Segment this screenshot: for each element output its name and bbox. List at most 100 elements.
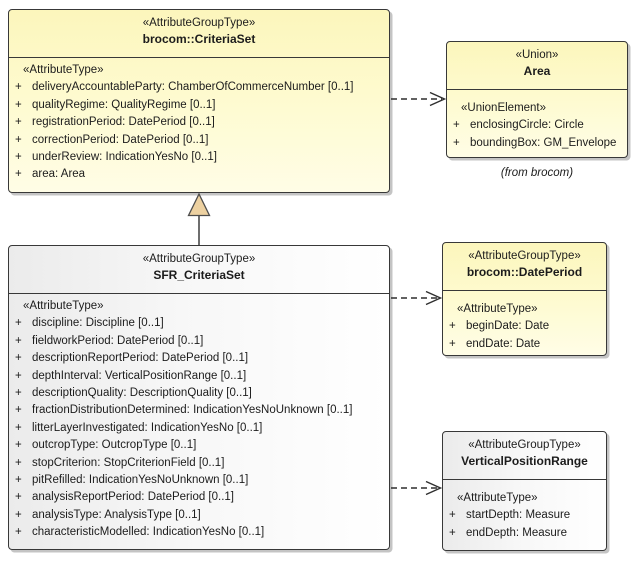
attribute-text: litterLayerInvestigated: IndicationYesNo… — [32, 421, 263, 434]
visibility-public: + — [15, 439, 22, 452]
stereotype-label: «AttributeGroupType» — [142, 253, 256, 265]
open-arrowhead-icon — [425, 480, 443, 496]
attribute-row: + startDepth: Measure — [443, 507, 606, 524]
dependency-arrow-area — [391, 91, 447, 107]
generalization-triangle-icon — [187, 192, 211, 217]
class-header: «Union» Area — [447, 42, 627, 90]
attribute-row: + endDepth: Measure — [443, 525, 606, 542]
attribute-text: deliveryAccountableParty: ChamberOfComme… — [32, 81, 354, 94]
visibility-public: + — [449, 526, 456, 539]
section-label: «UnionElement» — [461, 102, 547, 114]
attribute-row: +depthInterval: VerticalPositionRange [0… — [9, 368, 389, 385]
visibility-public: + — [15, 474, 22, 487]
attribute-text: endDepth: Measure — [466, 526, 568, 539]
class-sfr-criteriaset[interactable]: «AttributeGroupType» SFR_CriteriaSet «At… — [8, 245, 390, 550]
attribute-text: underReview: IndicationYesNo [0..1] — [32, 151, 217, 164]
generalization-arrow — [187, 192, 211, 246]
class-name: brocom::DatePeriod — [466, 265, 583, 279]
attribute-row: + descriptionQuality: DescriptionQuality … — [9, 385, 389, 402]
attributes-compartment: «AttributeType» +discipline: Discipline … — [9, 294, 389, 542]
class-verticalpositionrange[interactable]: «AttributeGroupType» VerticalPositionRan… — [442, 431, 607, 551]
visibility-public: + — [15, 421, 22, 434]
attribute-row: + fieldworkPeriod: DatePeriod [0..1] — [9, 333, 389, 350]
visibility-public: + — [449, 337, 456, 350]
open-arrowhead-icon — [425, 290, 443, 306]
visibility-public: + — [15, 387, 22, 400]
visibility-public: + — [15, 456, 22, 469]
stereotype-label: «AttributeGroupType» — [468, 439, 581, 451]
attribute-row: +analysisType: AnalysisType [0..1] — [9, 507, 389, 524]
package-caption: (from brocom) — [500, 167, 574, 179]
attribute-text: registrationPeriod: DatePeriod [0..1] — [32, 116, 215, 129]
attribute-row: +underReview: IndicationYesNo [0..1] — [9, 149, 389, 166]
visibility-public: + — [15, 491, 22, 504]
attribute-row: + correctionPeriod: DatePeriod [0..1] — [9, 132, 389, 149]
attributes-compartment: «UnionElement» +enclosingCircle: Circle … — [447, 90, 627, 152]
attribute-text: area: Area — [32, 168, 86, 181]
attribute-text: stopCriterion: StopCriterionField [0..1] — [32, 456, 225, 469]
attribute-text: characteristicModelled: IndicationYesNo … — [32, 526, 265, 539]
class-header: «AttributeGroupType» SFR_CriteriaSet — [9, 246, 389, 294]
section-label: «AttributeType» — [457, 492, 538, 504]
attribute-text: depthInterval: VerticalPositionRange [0.… — [32, 369, 247, 382]
attribute-text: fieldworkPeriod: DatePeriod [0..1] — [32, 334, 204, 347]
visibility-public: + — [15, 404, 22, 417]
attribute-text: correctionPeriod: DatePeriod [0..1] — [32, 133, 209, 146]
attribute-text: qualityRegime: QualityRegime [0..1] — [32, 98, 216, 111]
section-label: «AttributeType» — [23, 300, 104, 312]
stereotype-label: «AttributeGroupType» — [142, 17, 256, 29]
section-label: «AttributeType» — [23, 64, 104, 76]
attribute-row: + beginDate: Date — [443, 318, 606, 335]
visibility-public: + — [15, 168, 22, 181]
attribute-row: + registrationPeriod: DatePeriod [0..1] — [9, 114, 389, 131]
class-brocom-criteriaset[interactable]: «AttributeGroupType» brocom::CriteriaSet… — [8, 9, 390, 193]
attribute-row: +discipline: Discipline [0..1] — [9, 315, 389, 332]
attribute-text: boundingBox: GM_Envelope — [470, 136, 617, 149]
attribute-text: endDate: Date — [466, 337, 541, 350]
visibility-public: + — [15, 317, 22, 330]
visibility-public: + — [15, 116, 22, 129]
attribute-text: descriptionQuality: DescriptionQuality [… — [32, 387, 252, 400]
attribute-text: outcropType: OutcropType [0..1] — [32, 439, 197, 452]
class-header: «AttributeGroupType» brocom::DatePeriod — [443, 243, 606, 291]
attribute-text: pitRefilled: IndicationYesNoUnknown [0..… — [32, 474, 249, 487]
attribute-row: + characteristicModelled: IndicationYesNo… — [9, 524, 389, 541]
section-label: «AttributeType» — [457, 303, 538, 315]
visibility-public: + — [449, 320, 456, 333]
attributes-compartment: «AttributeType» + beginDate: Date + endDat… — [443, 291, 606, 353]
attribute-row: +descriptionReportPeriod: DatePeriod [0.… — [9, 350, 389, 367]
attribute-row: +fractionDistributionDetermined: Indicat… — [9, 402, 389, 419]
visibility-public: + — [453, 119, 460, 132]
attribute-row: +analysisReportPeriod: DatePeriod [0..1] — [9, 489, 389, 506]
attribute-row: + outcropType: OutcropType [0..1] — [9, 437, 389, 454]
stereotype-label: «AttributeGroupType» — [468, 250, 581, 262]
class-area[interactable]: «Union» Area «UnionElement» +enclosingCi… — [446, 41, 628, 158]
class-brocom-dateperiod[interactable]: «AttributeGroupType» brocom::DatePeriod … — [442, 242, 607, 356]
attribute-row: +qualityRegime: QualityRegime [0..1] — [9, 97, 389, 114]
visibility-public: + — [15, 81, 22, 94]
attribute-row: + pitRefilled: IndicationYesNoUnknown [0.… — [9, 472, 389, 489]
attribute-row: +boundingBox: GM_Envelope — [447, 135, 627, 152]
class-header: «AttributeGroupType» brocom::CriteriaSet — [9, 10, 389, 58]
attribute-text: beginDate: Date — [466, 320, 550, 333]
visibility-public: + — [15, 508, 22, 521]
class-header: «AttributeGroupType» VerticalPositionRan… — [443, 432, 606, 480]
attribute-row: + stopCriterion: StopCriterionField [0..1… — [9, 455, 389, 472]
attribute-row: + deliveryAccountableParty: ChamberOfComm… — [9, 79, 389, 96]
attributes-compartment: «AttributeType» + deliveryAccountablePart… — [9, 58, 389, 184]
class-name: VerticalPositionRange — [461, 454, 588, 468]
visibility-public: + — [15, 133, 22, 146]
attribute-row: + endDate: Date — [443, 336, 606, 353]
stereotype-label: «Union» — [515, 49, 559, 61]
attribute-text: descriptionReportPeriod: DatePeriod [0..… — [32, 352, 249, 365]
attribute-text: startDepth: Measure — [466, 509, 571, 522]
visibility-public: + — [15, 334, 22, 347]
visibility-public: + — [449, 509, 456, 522]
class-name: Area — [523, 64, 551, 78]
class-name: SFR_CriteriaSet — [153, 268, 245, 282]
dependency-arrow-dateperiod — [391, 290, 443, 306]
visibility-public: + — [15, 526, 22, 539]
attributes-compartment: «AttributeType» + startDepth: Measure + en… — [443, 480, 606, 542]
class-name: brocom::CriteriaSet — [142, 32, 256, 46]
dependency-arrow-verticalpositionrange — [391, 480, 443, 496]
